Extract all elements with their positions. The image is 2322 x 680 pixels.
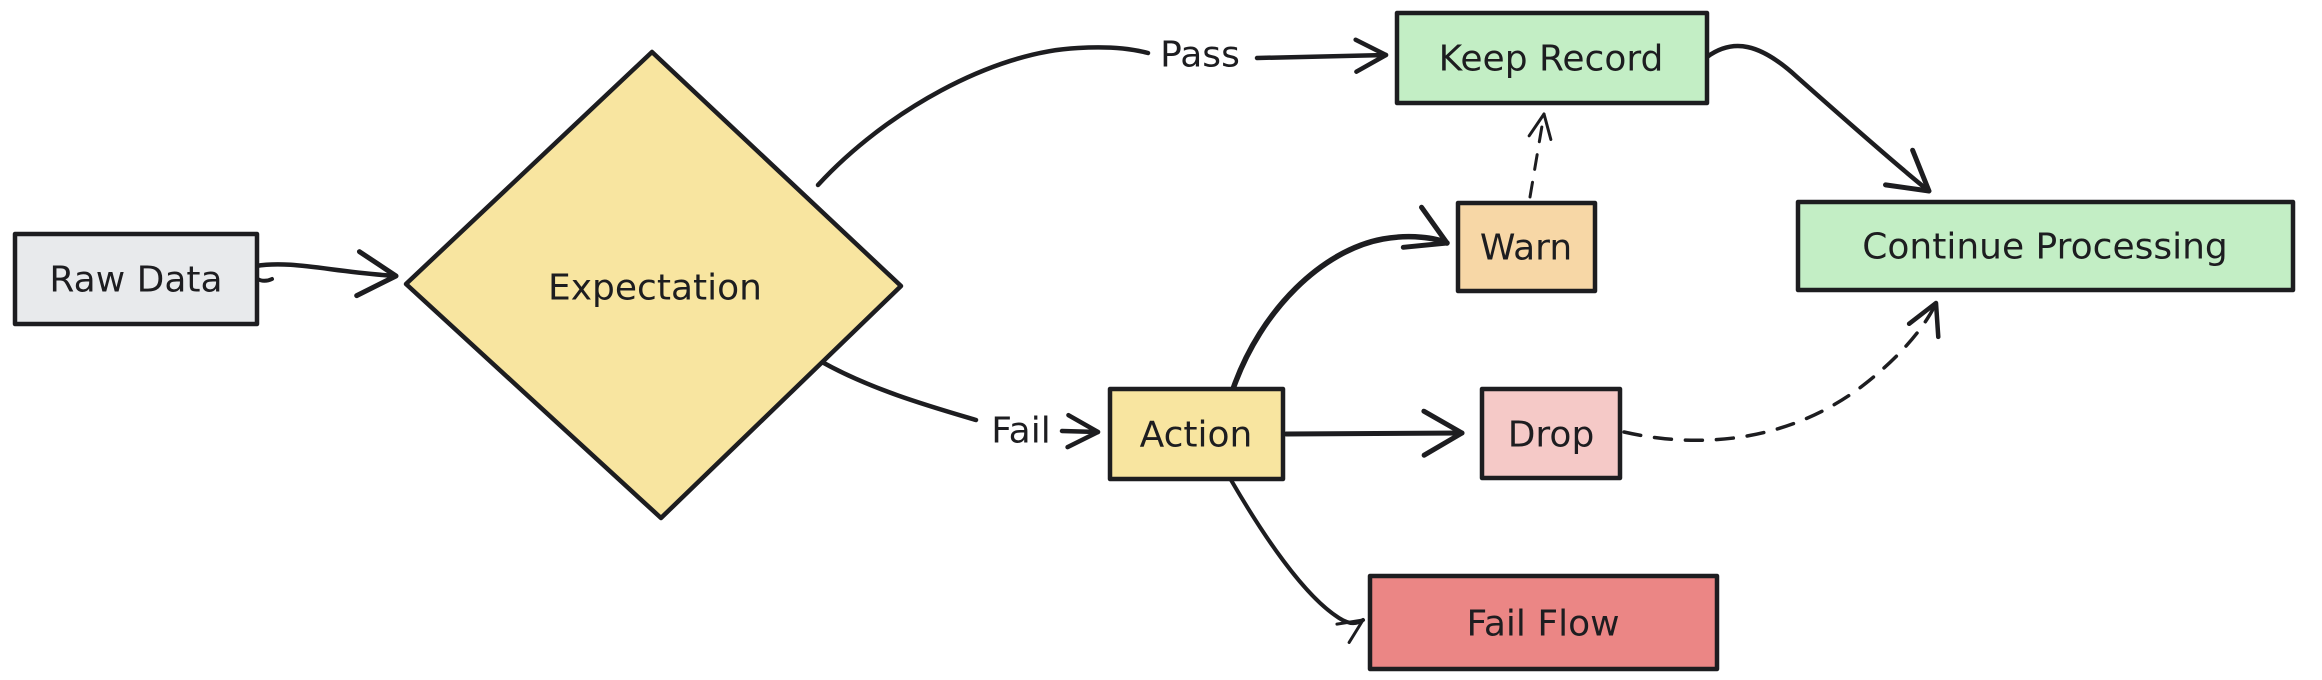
edge-warn-to-keep-record-dashed [1527, 112, 1553, 199]
node-expectation-label: Expectation [548, 268, 762, 309]
node-raw-data [12, 231, 260, 327]
edge-action-to-fail-flow [1229, 478, 1365, 644]
edge-raw-data-to-expectation [253, 249, 399, 299]
edge-drop-to-continue-processing-dashed [1622, 300, 1941, 443]
node-keep-record-label: Keep Record [1439, 39, 1664, 80]
node-fail-flow-label: Fail Flow [1466, 604, 1619, 645]
node-continue-processing [1795, 199, 2296, 293]
node-expectation-diamond [403, 49, 904, 521]
node-drop [1479, 386, 1623, 481]
node-fail-flow [1367, 573, 1720, 672]
node-warn-label: Warn [1480, 228, 1572, 269]
node-action-label: Action [1140, 415, 1253, 456]
edge-pass-label-to-keep-record [1254, 37, 1389, 74]
edge-label-pass: Pass [1160, 35, 1240, 76]
node-action [1107, 386, 1286, 482]
node-keep-record [1394, 10, 1710, 106]
node-drop-label: Drop [1508, 415, 1595, 456]
edge-action-to-warn [1230, 204, 1450, 392]
edge-action-to-drop [1283, 408, 1465, 458]
edge-layer [252, 37, 1941, 644]
node-raw-data-label: Raw Data [49, 260, 222, 301]
edge-keep-record-to-continue-processing [1704, 43, 1932, 194]
node-layer: Raw Data Expectation Keep Record Warn Ac… [12, 10, 2296, 672]
edge-expectation-to-fail-label [819, 359, 979, 423]
node-continue-processing-label: Continue Processing [1862, 227, 2228, 268]
edge-expectation-to-pass-label [815, 45, 1151, 188]
edge-label-fail: Fail [991, 411, 1050, 452]
node-warn [1455, 200, 1598, 294]
edge-fail-label-to-action [1059, 412, 1101, 450]
